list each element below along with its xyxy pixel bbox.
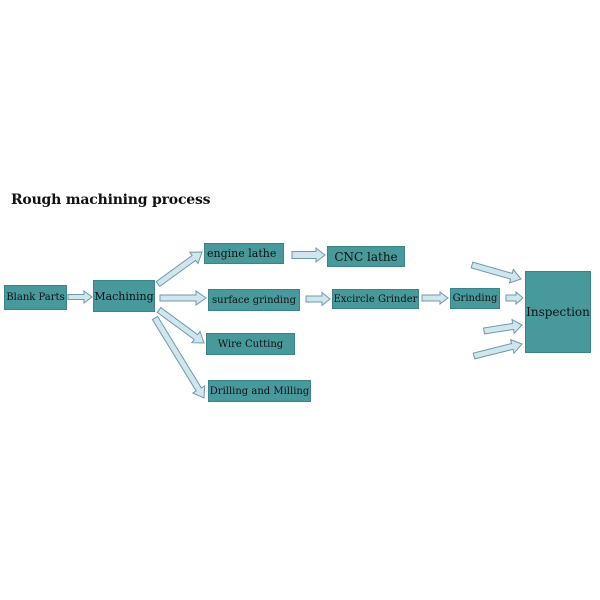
node-engine-lathe: engine lathe: [204, 243, 284, 264]
arrow-surface-to-excircle: [305, 291, 331, 307]
arrow-machining-to-wire-cutting: [156, 306, 205, 344]
node-machining: Machining: [93, 280, 155, 312]
node-label: engine lathe: [207, 247, 277, 260]
node-label: Excircle Grinder: [333, 293, 418, 305]
node-label: Blank Parts: [6, 292, 65, 303]
node-surface-grinding: surface grinding: [208, 289, 300, 311]
node-label: Machining: [94, 289, 154, 303]
node-inspection: Inspection: [525, 271, 591, 353]
arrow-machining-to-drilling-milling: [151, 315, 206, 399]
node-grinding: Grinding: [450, 288, 500, 309]
node-label: surface grinding: [212, 294, 296, 306]
arrow-engine-lathe-to-cnc: [291, 246, 326, 264]
diagram-title: Rough machining process: [11, 192, 211, 208]
arrow-bottom-to-inspection: [472, 338, 523, 360]
arrow-grinding-to-inspection: [505, 290, 524, 306]
arrow-top-to-inspection: [470, 261, 522, 284]
arrow-blank-to-machining: [67, 290, 93, 304]
node-label: CNC lathe: [334, 249, 398, 264]
arrow-machining-to-engine-lathe: [155, 251, 203, 288]
arrow-mid-to-inspection: [482, 318, 523, 335]
node-label: Grinding: [452, 293, 498, 304]
arrow-machining-to-surface-grinding: [159, 290, 207, 306]
node-blank-parts: Blank Parts: [4, 285, 67, 310]
arrow-excircle-to-grinding: [421, 291, 449, 305]
node-wire-cutting: Wire Cutting: [206, 333, 295, 355]
node-label: Drilling and Milling: [209, 385, 310, 397]
node-label: Inspection: [526, 305, 590, 319]
node-label: Wire Cutting: [217, 338, 284, 350]
node-cnc-lathe: CNC lathe: [327, 246, 405, 267]
node-drilling-milling: Drilling and Milling: [208, 380, 311, 402]
node-excircle-grinder: Excircle Grinder: [332, 289, 419, 309]
